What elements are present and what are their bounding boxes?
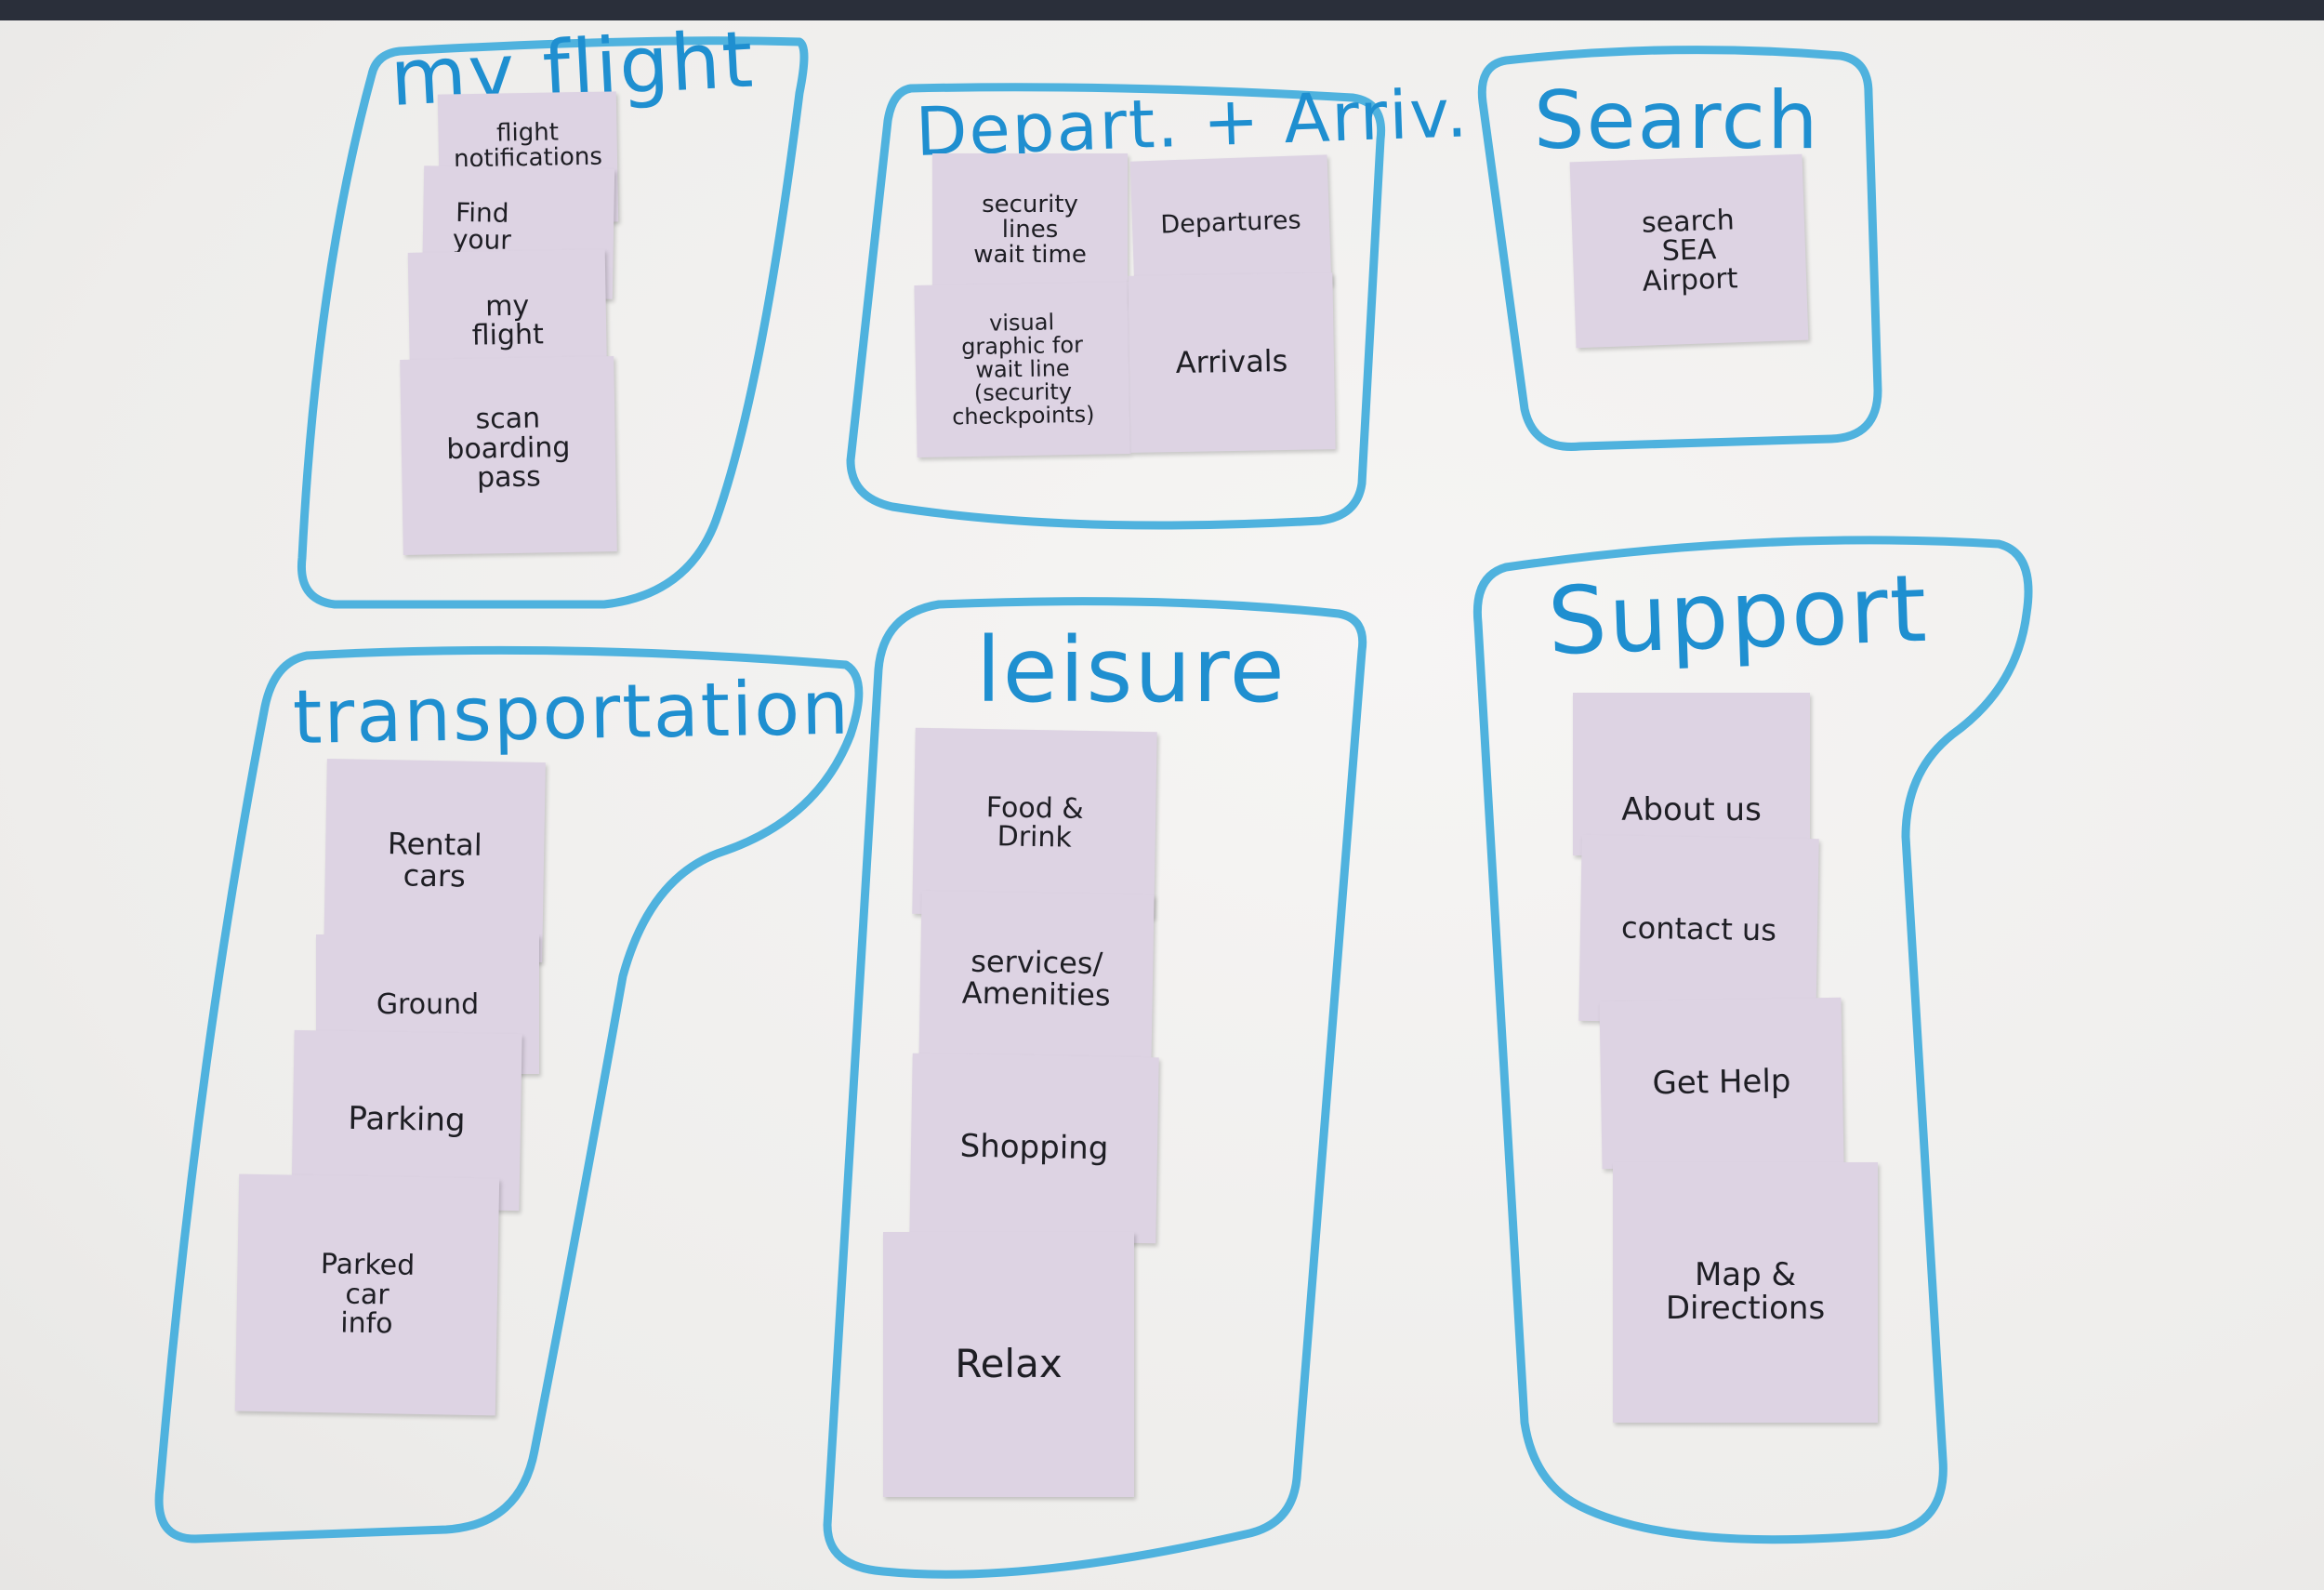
group-title-transportation: transportation [292, 664, 852, 761]
outline-transportation [154, 645, 864, 1544]
outline-support [1472, 536, 2033, 1544]
sticky-note: Departures [1129, 154, 1332, 292]
group-title-support: Support [1545, 553, 1931, 676]
sticky-note: security lines wait time [932, 153, 1128, 307]
group-title-leisure: leisure [976, 618, 1287, 722]
sticky-note: Shopping [909, 1053, 1159, 1244]
sticky-note: Rental cars [324, 758, 546, 963]
sticky-note: services/ Amenities [918, 890, 1155, 1067]
sticky-note: Parked car info [234, 1173, 500, 1416]
sticky-note: Arrivals [1128, 272, 1336, 453]
sticky-note: Map & Directions [1613, 1162, 1878, 1423]
outline-search [1477, 46, 1882, 451]
sticky-note: Food & Drink [912, 727, 1157, 919]
sticky-note: visual graphic for wait line (security c… [914, 282, 1131, 457]
group-title-search: Search [1534, 74, 1820, 167]
sticky-note: scan boarding pass [400, 356, 617, 555]
outline-my-flight [297, 36, 809, 609]
sticky-note: About us [1573, 693, 1810, 855]
sticky-note: search SEA Airport [1569, 153, 1809, 349]
sticky-note: Get Help [1599, 997, 1844, 1170]
outline-leisure [823, 597, 1367, 1579]
sticky-note: contact us [1578, 834, 1819, 1026]
sticky-note: Relax [883, 1232, 1134, 1497]
top-edge-bar [0, 0, 2324, 20]
outline-depart-arrive [846, 83, 1386, 530]
